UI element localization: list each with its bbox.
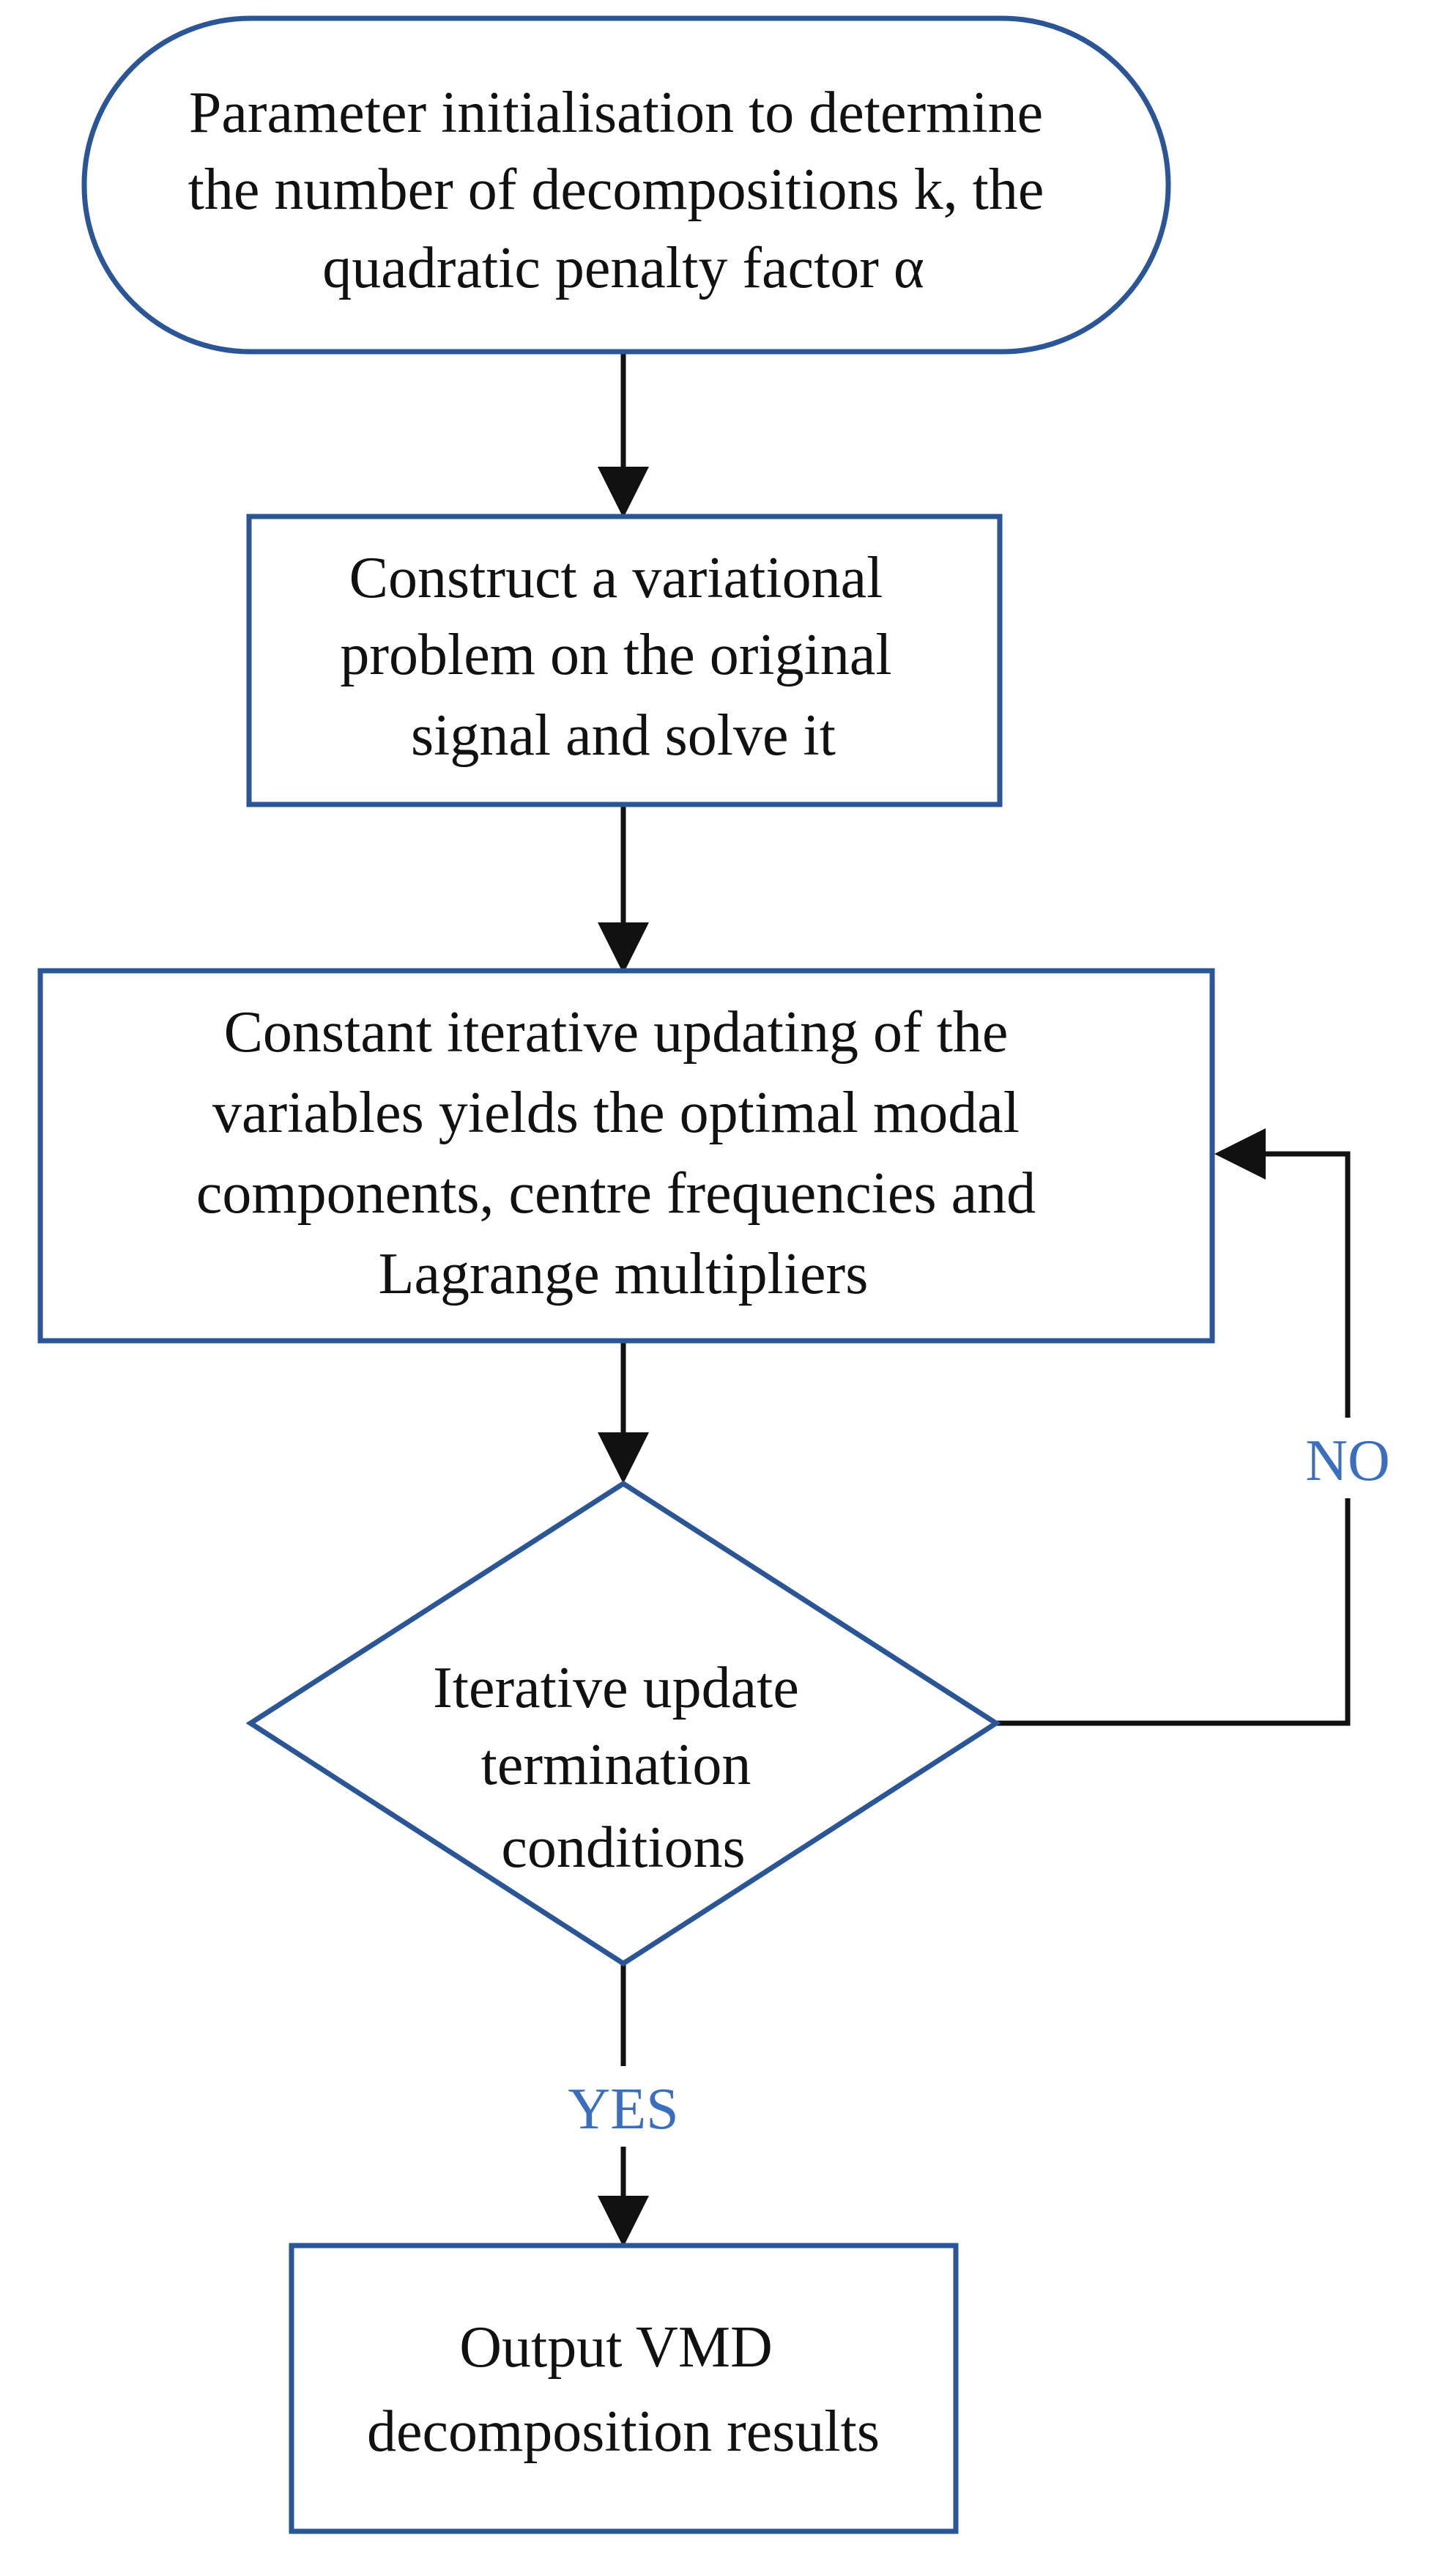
construct-node: Construct a variational problem on the o… bbox=[246, 514, 1003, 807]
start-line-2: the number of decompositions k, the bbox=[188, 158, 1044, 222]
start-node-text: Parameter initialisation to determine th… bbox=[188, 81, 1059, 300]
output-node: Output VMD decomposition results bbox=[289, 2243, 959, 2534]
output-process-shape bbox=[289, 2243, 959, 2534]
construct-line-1: Construct a variational bbox=[349, 546, 883, 610]
construct-line-3: signal and solve it bbox=[411, 703, 836, 768]
output-node-text: Output VMD decomposition results bbox=[367, 2315, 880, 2464]
iterate-process-shape bbox=[37, 968, 1215, 1344]
construct-node-text: Construct a variational problem on the o… bbox=[340, 546, 906, 768]
decision-diamond-shape bbox=[245, 1480, 1001, 1967]
yes-label: YES bbox=[568, 2077, 678, 2142]
decision-node: Iterative update termination conditions bbox=[245, 1480, 1001, 1967]
yes-label-background bbox=[553, 2066, 694, 2147]
no-label-background bbox=[1300, 1418, 1395, 1498]
output-line-1: Output VMD bbox=[459, 2315, 772, 2380]
construct-process-shape bbox=[246, 514, 1003, 807]
iterate-line-4: Lagrange multipliers bbox=[379, 1242, 869, 1306]
decision-line-2: termination bbox=[481, 1733, 751, 1797]
iterate-line-3: components, centre frequencies and bbox=[196, 1161, 1036, 1226]
start-node: Parameter initialisation to determine th… bbox=[81, 15, 1171, 355]
no-label: NO bbox=[1305, 1429, 1390, 1493]
iterate-line-1: Constant iterative updating of the bbox=[224, 1000, 1009, 1065]
start-terminator-shape bbox=[81, 15, 1171, 355]
output-line-2: decomposition results bbox=[367, 2399, 880, 2464]
start-line-1: Parameter initialisation to determine bbox=[189, 81, 1043, 145]
iterate-node: Constant iterative updating of the varia… bbox=[37, 968, 1215, 1344]
start-line-3: quadratic penalty factor α bbox=[322, 236, 924, 300]
decision-line-1: Iterative update bbox=[433, 1656, 799, 1720]
construct-line-2: problem on the original bbox=[340, 623, 891, 687]
decision-line-3: conditions bbox=[501, 1816, 745, 1880]
iterate-node-text: Constant iterative updating of the varia… bbox=[196, 1000, 1050, 1306]
iterate-line-2: variables yields the optimal modal bbox=[212, 1081, 1020, 1145]
decision-node-text: Iterative update termination conditions bbox=[433, 1656, 814, 1880]
